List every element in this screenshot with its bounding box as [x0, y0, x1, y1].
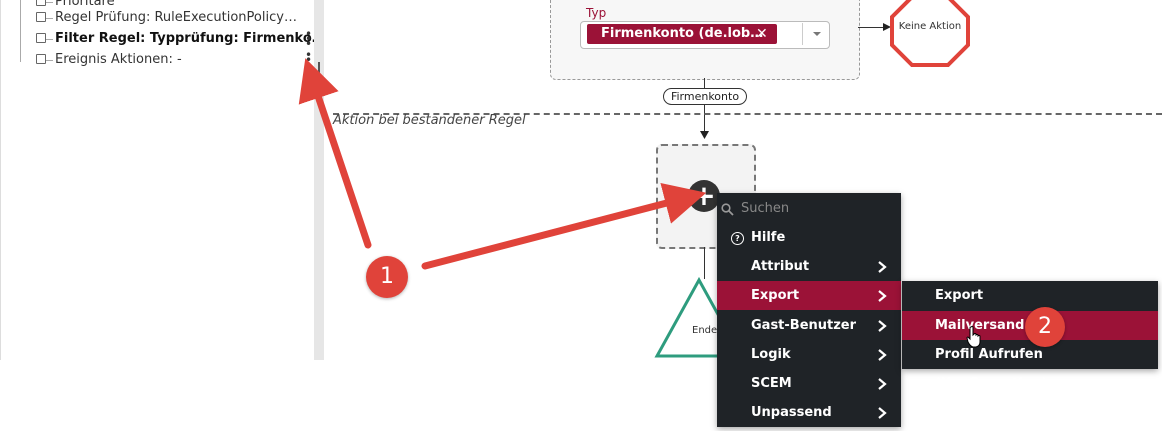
edge-line	[704, 78, 705, 88]
menu-item-unpassend[interactable]: Unpassend	[717, 398, 901, 427]
menu-item-label: Unpassend	[751, 405, 832, 420]
submenu-item-export[interactable]: Export	[902, 281, 1158, 310]
menu-item-label: Attribut	[751, 259, 810, 274]
menu-item-attribut[interactable]: Attribut	[717, 252, 901, 281]
menu-item-gast-benutzer[interactable]: Gast-Benutzer	[717, 311, 901, 340]
typ-field-label: Typ	[586, 6, 607, 20]
section-separator	[333, 113, 1162, 115]
tree-checkbox[interactable]	[36, 33, 46, 43]
chevron-right-icon	[878, 378, 887, 390]
annotation-arrow-to-plus	[421, 182, 707, 270]
select-divider	[802, 23, 803, 45]
tree-item-label: Prioritäre	[55, 0, 115, 9]
search-icon	[721, 203, 734, 216]
arrow-head-icon	[700, 131, 709, 139]
tree-connector-line	[20, 0, 21, 62]
menu-item-label: Hilfe	[751, 230, 786, 245]
chevron-right-icon	[878, 261, 887, 273]
menu-item-export[interactable]: Export	[717, 281, 901, 310]
menu-item-label: Logik	[751, 347, 791, 362]
edge-label-firmenkonto: Firmenkonto	[663, 88, 747, 105]
arrow-head-icon	[883, 23, 891, 31]
tree-item-label: Regel Prüfung: RuleExecutionPolicy…	[55, 10, 297, 25]
chevron-right-icon	[878, 290, 887, 302]
chevron-right-icon	[878, 407, 887, 419]
tree-branch-line	[41, 60, 53, 61]
keine-aktion-label: Keine Aktion	[898, 21, 962, 32]
typ-selected-chip: Firmenkonto (de.lob…	[587, 24, 777, 44]
menu-item-label: SCEM	[751, 376, 792, 391]
submenu-item-profil-aufrufen[interactable]: Profil Aufrufen (Konfiguration)	[902, 340, 1158, 391]
tree-scrollbar[interactable]	[314, 0, 324, 360]
chevron-right-icon	[878, 349, 887, 361]
kebab-menu-icon[interactable]: •••	[305, 48, 313, 72]
add-action-button[interactable]: +	[688, 180, 720, 212]
edge-line	[704, 247, 705, 279]
edge-to-keine-aktion	[858, 27, 886, 28]
menu-item-scem[interactable]: SCEM	[717, 369, 901, 398]
tree-panel: Prioritäre Regel Prüfung: RuleExecutionP…	[0, 0, 325, 360]
tree-checkbox[interactable]	[36, 0, 46, 6]
tree-item-regel-pruefung[interactable]: Regel Prüfung: RuleExecutionPolicy…	[21, 8, 311, 28]
tree-checkbox[interactable]	[36, 54, 46, 64]
typ-chip-label: Firmenkonto (de.lob…	[601, 26, 764, 41]
scrollbar-thumb[interactable]	[318, 62, 320, 76]
tree-item-prioritaere[interactable]: Prioritäre	[21, 0, 311, 12]
help-icon: ?	[731, 232, 744, 245]
tree-item-label: Ereignis Aktionen: -	[55, 52, 182, 67]
keine-aktion-node[interactable]	[888, 0, 972, 67]
menu-item-logik[interactable]: Logik	[717, 340, 901, 369]
ende-label: Ende	[692, 325, 718, 336]
menu-item-label: Export	[751, 288, 800, 303]
menu-item-hilfe[interactable]: Hilfe	[717, 223, 901, 252]
chip-remove-icon[interactable]: ✕	[756, 26, 768, 42]
menu-item-label: Gast-Benutzer	[751, 318, 857, 333]
submenu-item-label: Profil Aufrufen (Konfiguration)	[935, 347, 1048, 391]
tree-item-filter-regel[interactable]: Filter Regel: Typprüfung: Firmenko… •••	[21, 27, 325, 51]
tree-branch-line	[41, 39, 53, 40]
tree-checkbox[interactable]	[36, 12, 46, 22]
annotation-badge-2: 2	[1025, 307, 1065, 347]
submenu-item-label: Mailversand	[935, 318, 1025, 333]
kebab-menu-icon[interactable]: •••	[305, 27, 313, 51]
chevron-down-icon[interactable]	[810, 27, 824, 41]
menu-search-input[interactable]: Suchen	[741, 201, 790, 216]
section-label: Aktion bei bestandener Regel	[333, 113, 526, 128]
chevron-right-icon	[878, 320, 887, 332]
tree-item-ereignis-aktionen[interactable]: Ereignis Aktionen: - •••	[21, 48, 313, 72]
edge-line	[704, 104, 705, 134]
annotation-badge-1: 1	[366, 256, 408, 298]
hand-cursor-icon	[966, 326, 981, 348]
tree-branch-line	[41, 2, 53, 3]
context-menu	[717, 193, 901, 427]
tree-branch-line	[41, 18, 53, 19]
tree-item-label: Filter Regel: Typprüfung: Firmenko…	[55, 31, 325, 46]
submenu-item-label: Export	[935, 288, 984, 303]
